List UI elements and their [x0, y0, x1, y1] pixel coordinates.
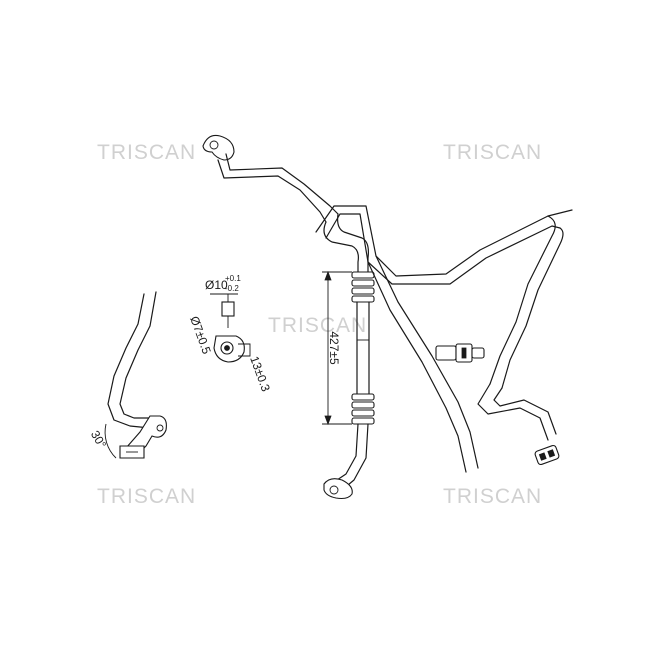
brand-watermark: TRISCAN — [268, 314, 368, 337]
upper-ribbed-section — [351, 271, 375, 303]
side-view-detail: 30° — [88, 291, 167, 459]
outer-tol-upper: +0.1 — [225, 274, 241, 283]
brand-watermark: TRISCAN — [443, 141, 543, 164]
brand-watermark: TRISCAN — [97, 485, 197, 508]
branch-pipe — [315, 205, 573, 473]
outer-tol-lower: -0.2 — [225, 284, 239, 293]
outer-diameter: Ø10 — [205, 278, 228, 292]
lower-ribbed-section — [351, 393, 375, 425]
main-pipe — [202, 134, 375, 500]
brand-watermark: TRISCAN — [443, 485, 543, 508]
inner-diameter: Ø7±0.5 — [187, 314, 214, 356]
length-value: 427±5 — [327, 331, 341, 365]
brand-watermark: TRISCAN — [97, 141, 197, 164]
angle-value: 30° — [88, 428, 109, 451]
section-detail: Ø10 +0.1 -0.2 Ø7±0.5 13±0.3 — [187, 274, 273, 394]
width-value: 13±0.3 — [247, 354, 273, 394]
top-flange-fitting — [202, 134, 235, 161]
lower-right-fitting — [534, 444, 560, 466]
pressure-sensor — [435, 343, 485, 363]
length-dimension: 427±5 — [322, 270, 352, 426]
